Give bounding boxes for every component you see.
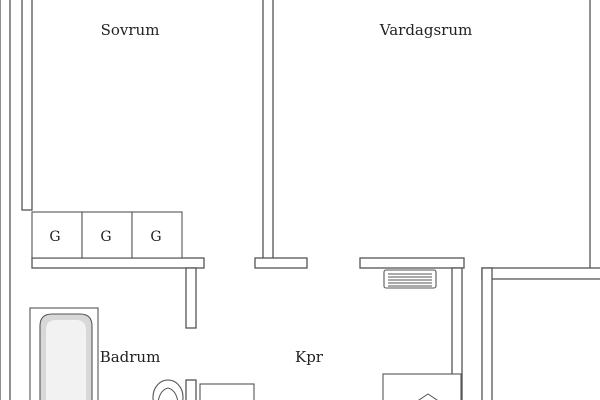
bedroom-left-wall <box>21 0 33 211</box>
wardrobe-3-label: G <box>150 229 161 245</box>
wardrobe-2-label: G <box>100 229 111 245</box>
toilet <box>152 379 184 400</box>
wardrobes: G G G <box>31 211 183 259</box>
room-label-bathroom: Badrum <box>100 348 161 366</box>
right-outer-wall-lower <box>481 267 493 400</box>
bathroom-right-wall <box>185 267 197 329</box>
wardrobe-2 <box>81 211 133 259</box>
room-label-hallway: Kpr <box>295 348 324 366</box>
right-outer-wall-jog <box>481 267 600 280</box>
hall-right-wall <box>451 267 463 400</box>
room-label-bedroom: Sovrum <box>101 21 160 39</box>
kitchen-counter <box>382 373 462 400</box>
right-outer-wall-upper <box>589 0 600 279</box>
room-label-living-room: Vardagsrum <box>379 21 472 39</box>
interior-walls <box>21 0 465 400</box>
wardrobe-1-label: G <box>49 229 60 245</box>
bathtub <box>29 307 99 400</box>
sink-counter <box>199 383 255 400</box>
left-outer-wall <box>0 0 11 400</box>
center-wall <box>262 0 274 261</box>
wardrobe-1 <box>31 211 83 259</box>
radiator-grille <box>383 269 437 289</box>
center-wall-foot <box>254 257 308 269</box>
living-bottom-wall <box>359 257 465 269</box>
bathroom-lower-wall <box>185 379 197 400</box>
bathroom-top-wall <box>31 257 205 269</box>
wardrobe-3 <box>131 211 183 259</box>
